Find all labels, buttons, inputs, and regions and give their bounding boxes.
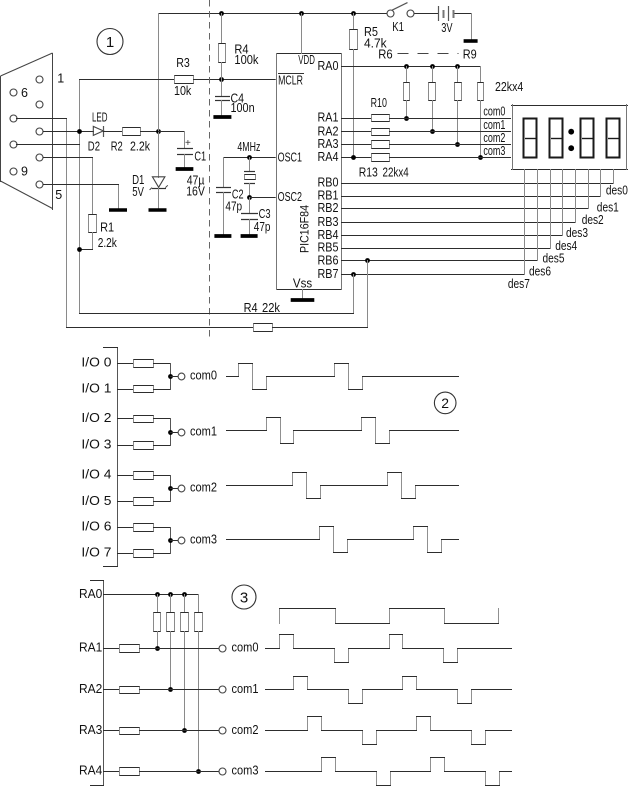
- svg-text:com2: com2: [232, 723, 259, 737]
- svg-text:RB3: RB3: [318, 215, 339, 229]
- svg-text:C2: C2: [232, 187, 244, 201]
- svg-text:1: 1: [57, 72, 64, 86]
- svg-text:des3: des3: [566, 226, 588, 240]
- svg-text:R10: R10: [371, 96, 387, 110]
- svg-text:RA3: RA3: [79, 723, 102, 737]
- svg-text:47p: 47p: [254, 220, 271, 234]
- svg-text:R5: R5: [364, 25, 378, 39]
- svg-text:Vss: Vss: [293, 277, 312, 291]
- svg-text:I/O 1: I/O 1: [81, 381, 111, 395]
- svg-text:I/O 4: I/O 4: [81, 468, 111, 482]
- svg-text:I/O 5: I/O 5: [81, 494, 111, 508]
- svg-text:RB5: RB5: [318, 241, 339, 255]
- svg-text:C1: C1: [194, 150, 206, 164]
- svg-text:des5: des5: [543, 252, 565, 266]
- svg-text:R13: R13: [359, 165, 378, 179]
- svg-text:I/O 7: I/O 7: [81, 546, 111, 560]
- svg-text:com3: com3: [232, 764, 259, 778]
- svg-text:9: 9: [21, 165, 28, 179]
- svg-text:47µ: 47µ: [187, 173, 205, 187]
- svg-text:RA4: RA4: [79, 764, 102, 778]
- svg-text:R4: R4: [244, 301, 258, 315]
- svg-text:des4: des4: [555, 239, 577, 253]
- svg-text:RA1: RA1: [318, 111, 339, 125]
- svg-text:RA4: RA4: [318, 150, 339, 164]
- svg-text:des1: des1: [597, 200, 619, 214]
- svg-text:2: 2: [441, 395, 449, 411]
- svg-text:PIC16F84: PIC16F84: [298, 205, 312, 253]
- svg-text:com0: com0: [232, 641, 259, 655]
- svg-text:3V: 3V: [441, 21, 453, 35]
- svg-text:com0: com0: [190, 368, 217, 382]
- svg-text:22kx4: 22kx4: [495, 80, 523, 94]
- svg-text:5V: 5V: [132, 185, 144, 199]
- svg-text:RA3: RA3: [318, 137, 339, 151]
- svg-text:RA0: RA0: [318, 59, 339, 73]
- svg-text:4MHz: 4MHz: [237, 140, 260, 154]
- svg-text:D2: D2: [88, 140, 100, 154]
- svg-text:des6: des6: [529, 265, 551, 279]
- svg-text:com2: com2: [190, 481, 217, 495]
- svg-text:R4: R4: [234, 43, 248, 57]
- svg-text:RB4: RB4: [318, 228, 339, 242]
- svg-text:R3: R3: [176, 56, 190, 70]
- svg-text:RA0: RA0: [79, 587, 102, 601]
- svg-text:D1: D1: [132, 173, 144, 187]
- svg-text:C3: C3: [259, 207, 271, 221]
- svg-text:com1: com1: [190, 424, 217, 438]
- svg-text:100k: 100k: [234, 53, 259, 67]
- svg-text:R6: R6: [378, 47, 392, 61]
- svg-text:com0: com0: [483, 104, 505, 118]
- svg-text:47p: 47p: [225, 200, 242, 214]
- svg-text:VDD: VDD: [298, 53, 315, 67]
- svg-text:RB2: RB2: [318, 201, 339, 215]
- svg-text:LED: LED: [92, 111, 108, 125]
- svg-text:com2: com2: [483, 131, 505, 145]
- svg-text:10k: 10k: [174, 84, 192, 98]
- svg-text:K1: K1: [392, 20, 404, 34]
- svg-text:com3: com3: [483, 144, 505, 158]
- svg-text:RA2: RA2: [318, 124, 339, 138]
- svg-text:I/O 6: I/O 6: [81, 520, 111, 534]
- svg-text:C4: C4: [231, 92, 245, 106]
- svg-text:RB7: RB7: [318, 267, 339, 281]
- svg-text:I/O 3: I/O 3: [81, 438, 111, 452]
- svg-text:6: 6: [21, 86, 28, 100]
- svg-text:RB0: RB0: [318, 176, 339, 190]
- svg-text:RA2: RA2: [79, 682, 102, 696]
- svg-text:2.2k: 2.2k: [98, 236, 118, 250]
- svg-text:des0: des0: [606, 184, 628, 198]
- svg-text:com1: com1: [232, 682, 259, 696]
- svg-text:com3: com3: [190, 533, 217, 547]
- svg-text:1: 1: [106, 34, 114, 51]
- svg-text:100n: 100n: [231, 101, 255, 115]
- svg-text:RA1: RA1: [79, 641, 102, 655]
- svg-text:R9: R9: [463, 47, 477, 61]
- svg-text:des2: des2: [582, 213, 604, 227]
- svg-text:5: 5: [55, 188, 62, 202]
- svg-text:des7: des7: [508, 277, 530, 291]
- svg-text:RB6: RB6: [318, 253, 339, 267]
- svg-text:R2: R2: [111, 140, 123, 154]
- svg-text:22kx4: 22kx4: [383, 165, 409, 179]
- svg-text:R1: R1: [100, 221, 114, 235]
- svg-text:4.7k: 4.7k: [364, 36, 387, 50]
- svg-text:OSC2: OSC2: [278, 190, 302, 204]
- svg-text:22k: 22k: [262, 301, 281, 315]
- svg-text:I/O 2: I/O 2: [81, 411, 111, 425]
- svg-text:MCLR: MCLR: [278, 73, 303, 87]
- svg-text:RB1: RB1: [318, 189, 339, 203]
- svg-text:I/O 0: I/O 0: [81, 356, 111, 370]
- svg-text:3: 3: [240, 589, 248, 606]
- svg-text:16V: 16V: [186, 185, 205, 199]
- svg-text:+: +: [185, 138, 191, 149]
- svg-text:OSC1: OSC1: [278, 150, 302, 164]
- svg-text:2.2k: 2.2k: [130, 140, 151, 154]
- svg-text:com1: com1: [483, 118, 505, 132]
